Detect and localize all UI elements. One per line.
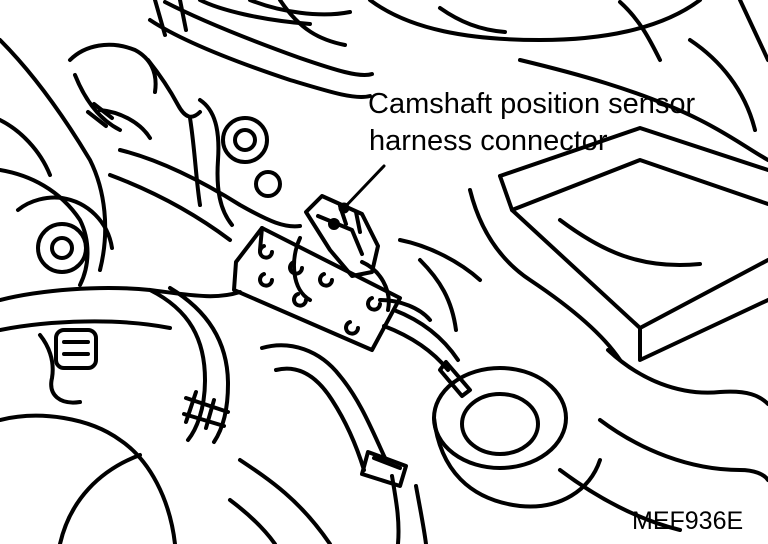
round-canister <box>432 366 602 509</box>
lower-hoses <box>148 286 428 544</box>
right-box-component <box>468 126 768 406</box>
callout-leader-line <box>338 164 386 214</box>
upper-right-contours <box>368 0 768 162</box>
sensor-wire <box>382 308 472 398</box>
left-engine-block <box>0 38 242 544</box>
callout-label-line2: harness connector <box>369 125 608 157</box>
figure-id-label: MEF936E <box>632 507 744 535</box>
harness-strap <box>232 226 402 352</box>
mid-right-lines <box>378 238 768 532</box>
center-bracket <box>108 98 302 242</box>
callout-label-line1: Camshaft position sensor <box>368 88 696 120</box>
sensor-connector <box>292 194 391 312</box>
upper-hoses <box>68 0 374 140</box>
